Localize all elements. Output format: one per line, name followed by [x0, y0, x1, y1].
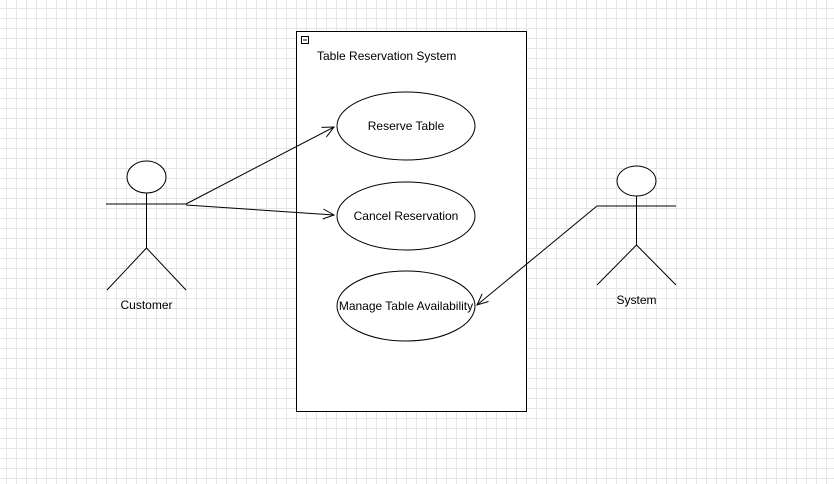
system-title: Table Reservation System — [317, 49, 456, 63]
use-case-label: Cancel Reservation — [354, 209, 459, 223]
actor-label-system: System — [616, 293, 656, 307]
association-customer-reserve-table[interactable] — [185, 126, 336, 205]
minus-icon[interactable] — [301, 36, 309, 44]
actor-label-customer: Customer — [120, 298, 172, 312]
use-case-label: Reserve Table — [368, 119, 445, 133]
actor-system[interactable] — [596, 165, 677, 286]
actor-head — [616, 165, 657, 197]
actor-customer[interactable] — [106, 160, 187, 291]
use-case-label: Manage Table Availability — [339, 299, 473, 313]
association-customer-cancel-reservation[interactable] — [185, 204, 336, 220]
association-system-manage-table-availability[interactable] — [476, 205, 598, 306]
use-case-cancel-reservation[interactable]: Cancel Reservation — [336, 181, 476, 251]
use-case-reserve-table[interactable]: Reserve Table — [336, 91, 476, 161]
actor-head — [126, 160, 167, 194]
use-case-manage-table-availability[interactable]: Manage Table Availability — [336, 270, 476, 342]
